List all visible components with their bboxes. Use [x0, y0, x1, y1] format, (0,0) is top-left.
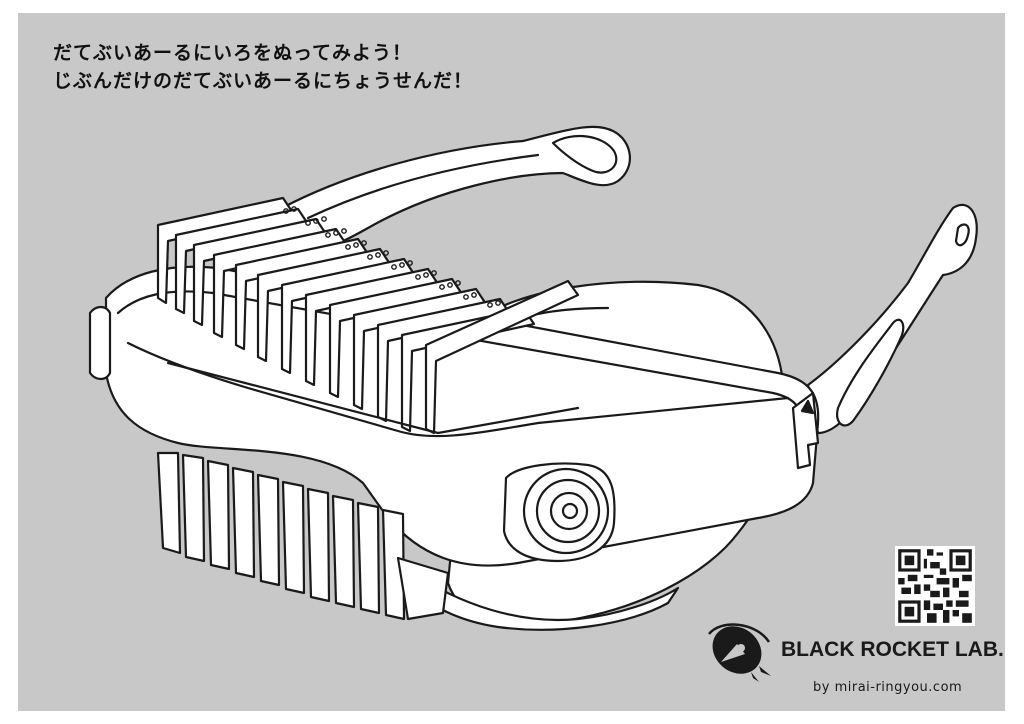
brand-logo: BLACK ROCKET LAB. — [701, 614, 1004, 684]
coloring-sheet: だてぶいあーるにいろをぬってみよう！ じぶんだけのだてぶいあーるにちょうせんだ！ — [18, 13, 1005, 711]
top-fins — [156, 196, 580, 435]
fin-base — [166, 361, 580, 435]
vr-headset-illustration — [88, 125, 978, 631]
side-strap-hole — [954, 223, 970, 247]
top-strap — [278, 125, 632, 253]
bottom-fins — [156, 451, 406, 621]
top-strap-inner-edge — [306, 153, 540, 220]
instruction-line-1: だてぶいあーるにいろをぬってみよう！ — [53, 42, 413, 64]
bottom-rail — [396, 556, 450, 621]
face-cushion-lower — [411, 571, 680, 631]
side-strap — [806, 203, 978, 435]
visor-rim-lower — [126, 341, 790, 438]
left-side-cap — [88, 305, 112, 381]
credit-link[interactable]: by mirai-ringyou.com — [813, 680, 963, 695]
rocket-logo-icon — [708, 623, 771, 682]
clasp-triangle — [800, 399, 815, 415]
instructions: だてぶいあーるにいろをぬってみよう！ じぶんだけのだてぶいあーるにちょうせんだ！ — [53, 39, 473, 95]
brand-name: BLACK ROCKET LAB. — [781, 638, 1004, 661]
top-strap-slot — [551, 135, 618, 174]
instruction-line-2: じぶんだけのだてぶいあーるにちょうせんだ！ — [53, 70, 474, 92]
side-strap-slot — [836, 318, 905, 427]
fin-holes — [283, 206, 501, 308]
camera-lens-center — [561, 502, 579, 520]
qr-code[interactable] — [895, 546, 975, 626]
